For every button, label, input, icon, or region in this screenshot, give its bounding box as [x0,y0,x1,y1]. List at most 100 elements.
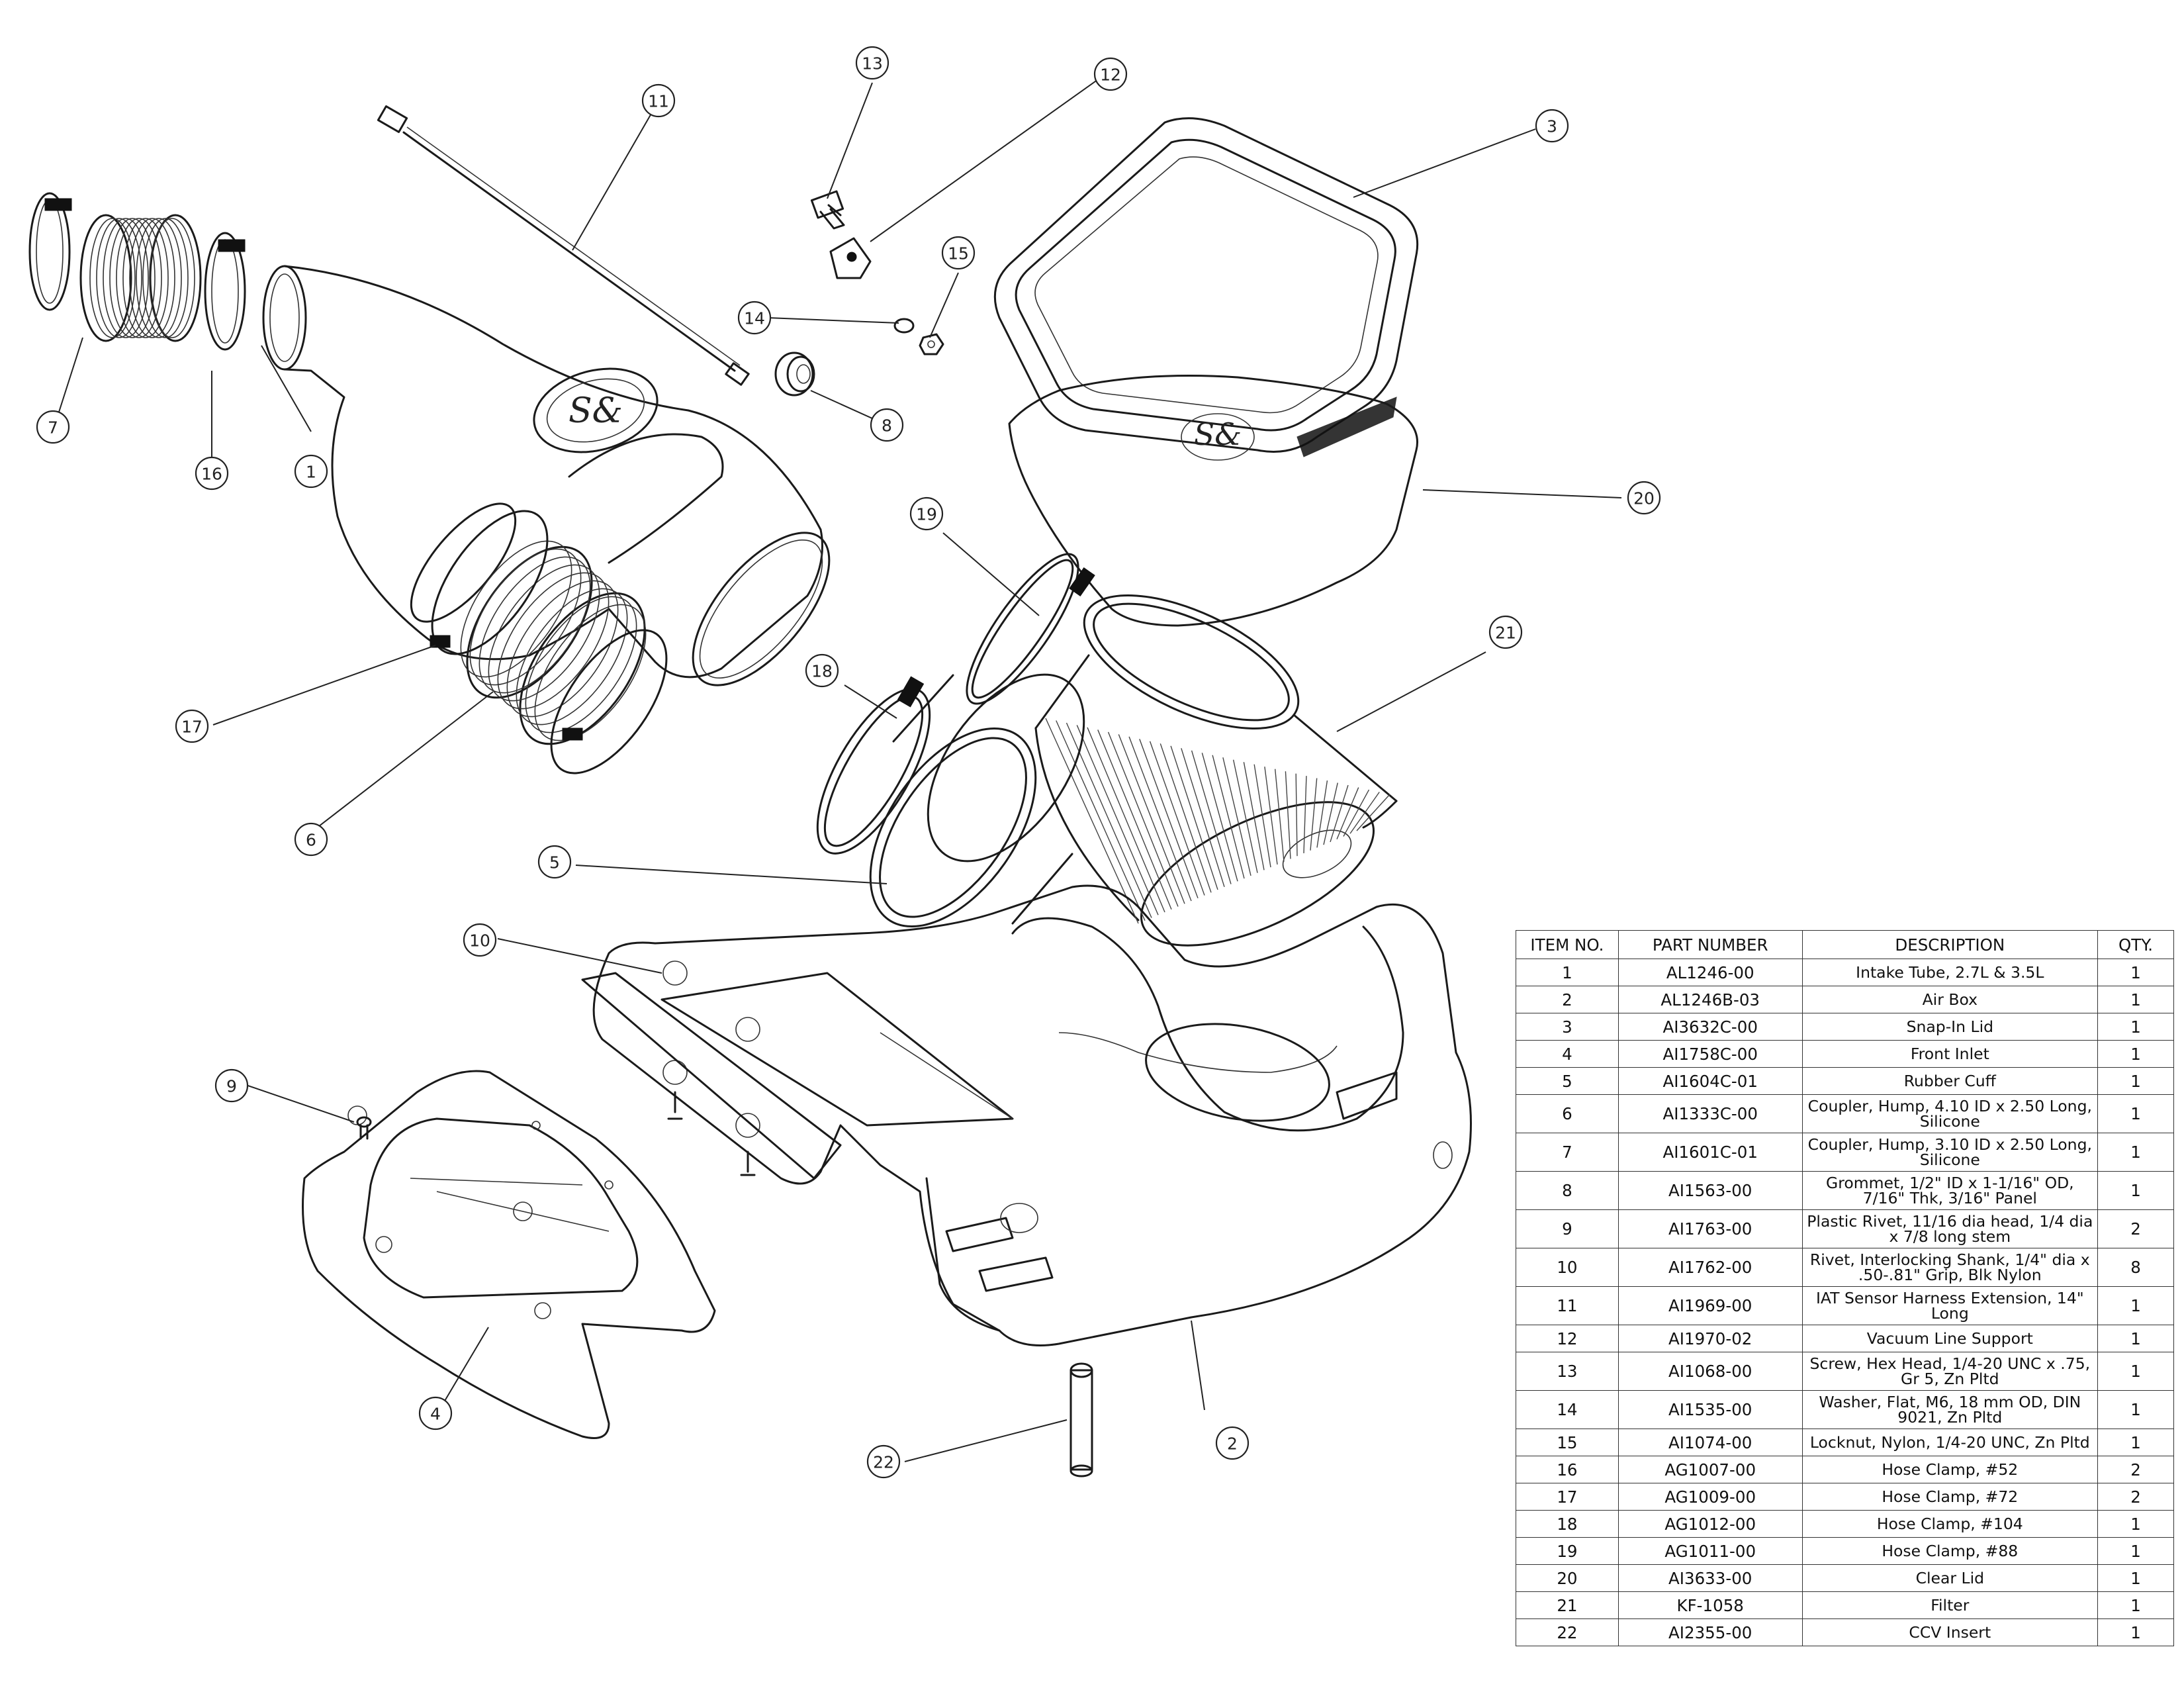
bom-part-number: KF-1058 [1617,1591,1803,1619]
bom-part-number: AI1763-00 [1617,1209,1803,1248]
bom-description: Clear Lid [1801,1564,2099,1592]
bom-description: Screw, Hex Head, 1/4-20 UNC x .75, Gr 5,… [1801,1352,2099,1391]
callout-circle [870,408,904,442]
bom-item-no: 8 [1516,1171,1619,1210]
bom-description: Hose Clamp, #104 [1801,1510,2099,1538]
callout-17: 17 [175,709,209,743]
bom-part-number: AI1762-00 [1617,1248,1803,1287]
callout-label: 13 [862,54,883,73]
bom-description: Washer, Flat, M6, 18 mm OD, DIN 9021, Zn… [1801,1390,2099,1429]
callout-circle [1215,1426,1250,1460]
bom-item-no: 1 [1516,959,1619,986]
callout-21: 21 [1488,615,1523,649]
bom-header-row: ITEM NO. PART NUMBER DESCRIPTION QTY. [1516,930,2174,959]
leader-lines [56,77,1622,1462]
callout-circle [294,822,328,857]
callout-20: 20 [1627,481,1661,515]
bom-qty: 2 [2097,1483,2174,1511]
bom-item-no: 12 [1516,1325,1619,1352]
hose-clamp-52 [28,192,246,351]
callout-label: 14 [744,309,765,328]
callout-circle [1488,615,1523,649]
bom-part-number: AI1563-00 [1617,1171,1803,1210]
callout-label: 16 [201,465,222,484]
header-part-number: PART NUMBER [1617,930,1803,959]
callout-label: 4 [430,1405,441,1424]
interlocking-rivets [667,1091,756,1176]
bom-description: Locknut, Nylon, 1/4-20 UNC, Zn Pltd [1801,1429,2099,1456]
bom-qty: 1 [2097,959,2174,986]
bom-description: Filter [1801,1591,2099,1619]
clear-lid: S& [1008,375,1418,627]
bom-part-number: AI2355-00 [1617,1618,1803,1646]
bom-description: CCV Insert [1801,1618,2099,1646]
bom-part-number: AL1246-00 [1617,959,1803,986]
bom-part-number: AI1601C-01 [1617,1133,1803,1172]
bom-item-no: 11 [1516,1286,1619,1325]
bom-description: Air Box [1801,986,2099,1013]
callout-label: 12 [1100,66,1121,85]
coupler-hump-310 [79,214,202,342]
callout-label: 19 [916,505,937,524]
callout-circle [175,709,209,743]
callout-circle [866,1444,901,1479]
bom-qty: 1 [2097,1537,2174,1565]
callout-3: 3 [1535,109,1569,143]
bom-part-number: AG1007-00 [1617,1456,1803,1483]
bom-qty: 1 [2097,1352,2174,1391]
front-inlet [302,1070,716,1439]
hex-screw [810,190,845,230]
callout-circle [1535,109,1569,143]
bom-part-number: AL1246B-03 [1617,986,1803,1013]
bom-qty: 1 [2097,1591,2174,1619]
header-item-no: ITEM NO. [1516,930,1619,959]
coupler-hump-410 [460,540,647,745]
bom-item-no: 22 [1516,1618,1619,1646]
nylon-locknut [919,333,944,355]
bom-item-no: 10 [1516,1248,1619,1287]
bom-description: IAT Sensor Harness Extension, 14" Long [1801,1286,2099,1325]
bom-description: Front Inlet [1801,1040,2099,1068]
bom-part-number: AI1604C-01 [1617,1067,1803,1095]
bom-description: Rivet, Interlocking Shank, 1/4" dia x .5… [1801,1248,2099,1287]
bom-item-no: 6 [1516,1094,1619,1133]
bom-qty: 2 [2097,1456,2174,1483]
bom-qty: 1 [2097,1564,2174,1592]
bom-qty: 1 [2097,1325,2174,1352]
callout-circle [36,410,70,444]
callout-14: 14 [737,301,772,335]
bom-part-number: AG1011-00 [1617,1537,1803,1565]
callout-circle [195,456,229,491]
bom-qty: 1 [2097,1013,2174,1041]
callout-circle [737,301,772,335]
bom-qty: 1 [2097,1510,2174,1538]
callout-circle [537,845,572,879]
bom-qty: 1 [2097,1618,2174,1646]
callout-16: 16 [195,456,229,491]
bom-item-no: 5 [1516,1067,1619,1095]
bom-description: Hose Clamp, #72 [1801,1483,2099,1511]
bom-part-number: AG1012-00 [1617,1510,1803,1538]
callout-label: 8 [882,416,892,436]
callout-7: 7 [36,410,70,444]
intake-tube: S& [262,265,831,686]
bom-item-no: 16 [1516,1456,1619,1483]
bom-qty: 1 [2097,1390,2174,1429]
bom-description: Coupler, Hump, 4.10 ID x 2.50 Long, Sili… [1801,1094,2099,1133]
bom-part-number: AI1068-00 [1617,1352,1803,1391]
callout-label: 22 [873,1453,894,1472]
bom-description: Coupler, Hump, 3.10 ID x 2.50 Long, Sili… [1801,1133,2099,1172]
bom-qty: 1 [2097,1286,2174,1325]
bom-item-no: 15 [1516,1429,1619,1456]
